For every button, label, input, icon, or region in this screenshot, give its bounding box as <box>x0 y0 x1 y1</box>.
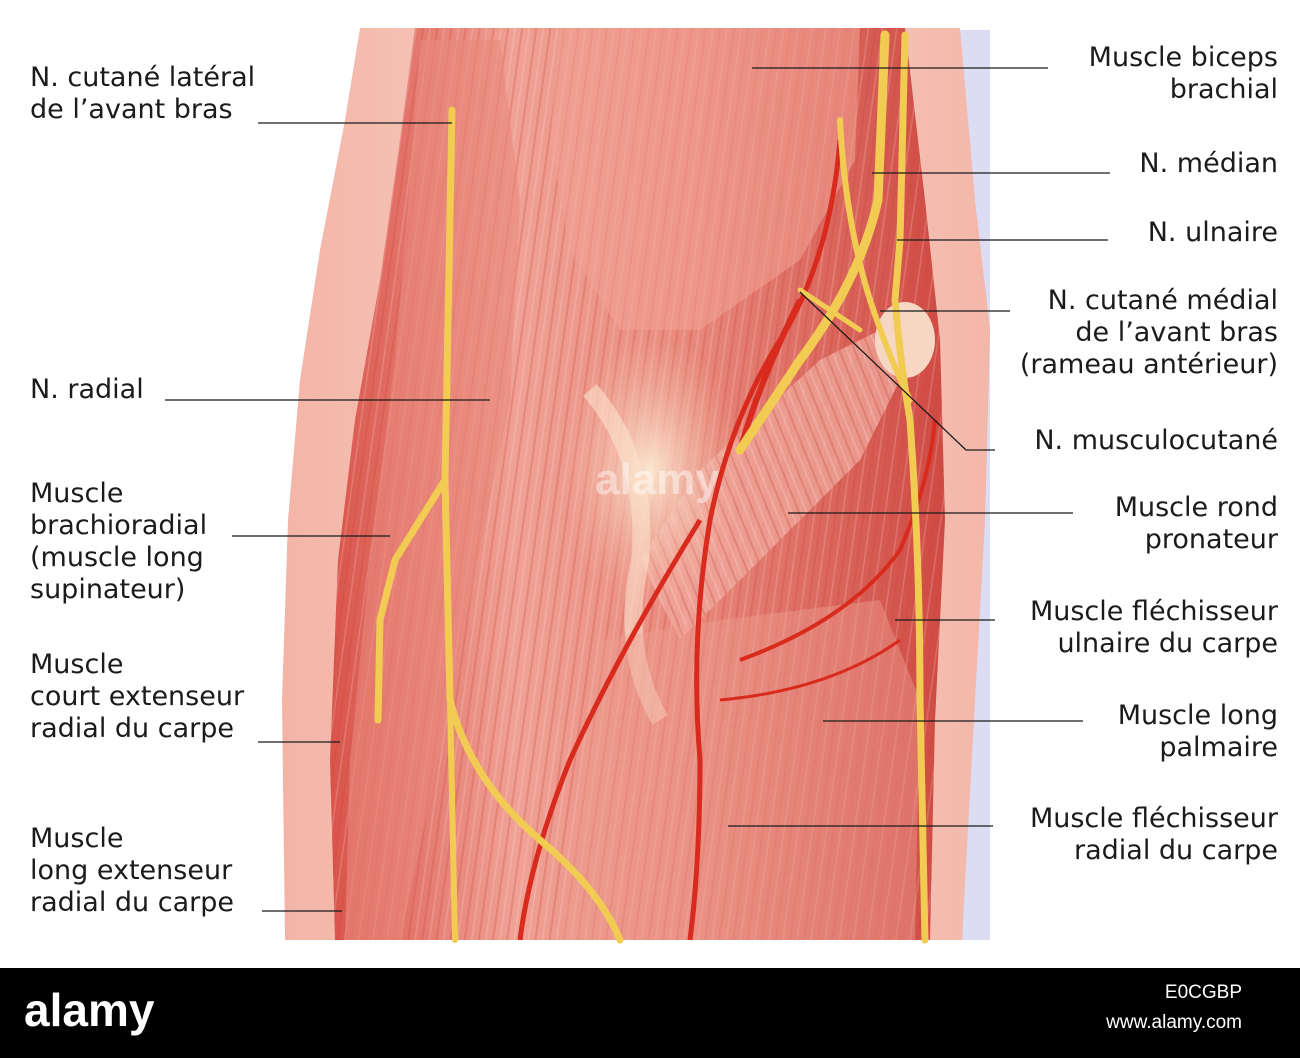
watermark-center: alamy <box>595 455 720 504</box>
image-id: E0CGBP <box>1164 982 1242 1003</box>
alamy-logo: alamy <box>24 984 155 1036</box>
label-pronator-teres: Muscle rond pronateur <box>1114 492 1278 555</box>
anatomy-figure: N. cutané latéral de l’avant bras N. rad… <box>30 28 1278 944</box>
brachial-artery <box>687 139 843 941</box>
svg-text:alamy: alamy <box>24 984 155 1036</box>
brachioradialis-muscle <box>345 40 520 940</box>
radial-artery <box>517 518 703 941</box>
ulnar-nerve <box>891 31 929 944</box>
biceps-muscle <box>550 28 860 330</box>
forearm-flexors <box>560 600 920 940</box>
musculocutaneous-nerve <box>797 287 863 333</box>
label-lateral-cutaneous-nerve: N. cutané latéral de l’avant bras <box>30 62 256 125</box>
site-url: www.alamy.com <box>1106 1012 1242 1033</box>
label-palmaris-longus: Muscle long palmaire <box>1117 700 1278 763</box>
label-flexor-carpi-radialis: Muscle fléchisseur radial du carpe <box>1029 803 1278 866</box>
label-brachioradialis: Muscle brachioradial (muscle long supina… <box>30 478 208 605</box>
watermark-bar: alamy E0CGBP www.alamy.com <box>0 968 1300 1058</box>
brachial-artery-upper <box>737 298 803 451</box>
ulnar-recurrent-artery <box>739 419 937 662</box>
label-musculocutaneous-nerve: N. musculocutané <box>1034 425 1278 456</box>
label-radial-nerve: N. radial <box>30 374 144 405</box>
medial-cutaneous-nerve <box>837 117 913 403</box>
label-extensor-carpi-radialis-longus: Muscle long extenseur radial du carpe <box>30 823 234 918</box>
label-extensor-carpi-radialis-brevis: Muscle court extenseur radial du carpe <box>30 649 245 744</box>
biceps-tendon <box>583 384 668 725</box>
radial-nerve-deep-branch <box>447 697 458 943</box>
ulnar-artery-branch <box>719 638 901 702</box>
median-nerve <box>735 30 890 455</box>
label-ulnar-nerve: N. ulnaire <box>1147 217 1278 248</box>
radial-nerve <box>441 476 624 944</box>
lateral-cutaneous-nerve <box>374 106 456 724</box>
elbow-anatomy-illustration <box>165 28 1110 944</box>
leader-musculocutane <box>799 291 995 451</box>
label-medial-cutaneous-nerve: N. cutané médial de l’avant bras (rameau… <box>1019 285 1278 380</box>
label-median-nerve: N. médian <box>1139 148 1278 179</box>
label-flexor-carpi-ulnaris: Muscle fléchisseur ulnaire du carpe <box>1029 596 1278 659</box>
leader-lines <box>165 67 1110 912</box>
label-biceps-brachii: Muscle biceps brachial <box>1088 42 1278 105</box>
